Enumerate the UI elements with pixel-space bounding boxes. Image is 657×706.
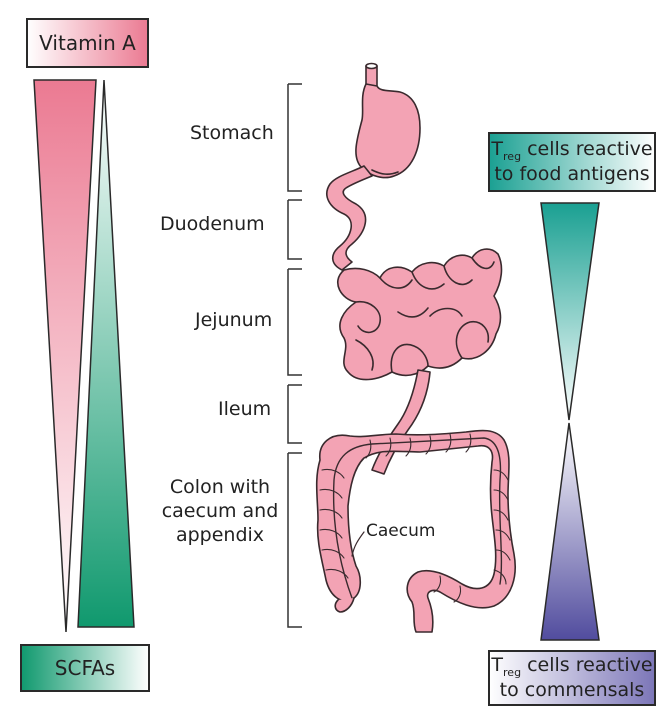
treg-commensals-box: Treg cells reactive to commensals [488,650,656,706]
treg-food-line1: cells reactive [521,138,653,160]
duodenum-label: Duodenum [160,213,265,237]
colon-label: Colon with caecum and appendix [160,476,280,547]
colon-bracket [288,453,302,627]
colon-label-line3: appendix [176,524,264,546]
treg-comm-line1: cells reactive [521,654,653,676]
caecum-pointer [352,532,364,556]
treg-commensal-gradient-wedge [541,423,599,640]
treg-comm-subscript: reg [503,666,521,679]
jejunum-bracket [288,269,302,375]
treg-food-t: T [491,138,503,160]
vitamin-a-label: Vitamin A [39,31,136,55]
treg-comm-t: T [491,654,503,676]
vitamin-a-box: Vitamin A [26,18,149,68]
treg-comm-line2: to commensals [500,679,645,701]
treg-food-antigens-box: Treg cells reactive to food antigens [488,132,656,192]
colon-label-line1: Colon with [170,476,270,498]
treg-food-line2: to food antigens [494,163,649,185]
treg-food-subscript: reg [503,150,521,163]
ileum-shape [372,370,430,474]
jejunum-label: Jejunum [195,309,272,333]
treg-commensals-label: Treg cells reactive to commensals [491,654,652,702]
stomach-shape [356,84,420,178]
caecum-label: Caecum [366,521,435,542]
colon-label-line2: caecum and [162,500,279,522]
ileum-bracket [288,385,302,443]
stomach-bracket [288,84,302,191]
ileum-label: Ileum [218,398,271,422]
duodenum-bracket [288,200,302,259]
region-brackets [288,84,302,627]
stomach-label: Stomach [190,122,274,146]
treg-food-antigens-label: Treg cells reactive to food antigens [491,138,652,186]
appendix-shape [335,598,354,612]
scfas-label: SCFAs [55,656,115,680]
treg-food-gradient-wedge [541,203,599,420]
gut-illustration [317,64,515,633]
oesophagus-opening [366,64,377,69]
scfas-box: SCFAs [20,644,150,692]
duodenum-shape [327,166,372,270]
